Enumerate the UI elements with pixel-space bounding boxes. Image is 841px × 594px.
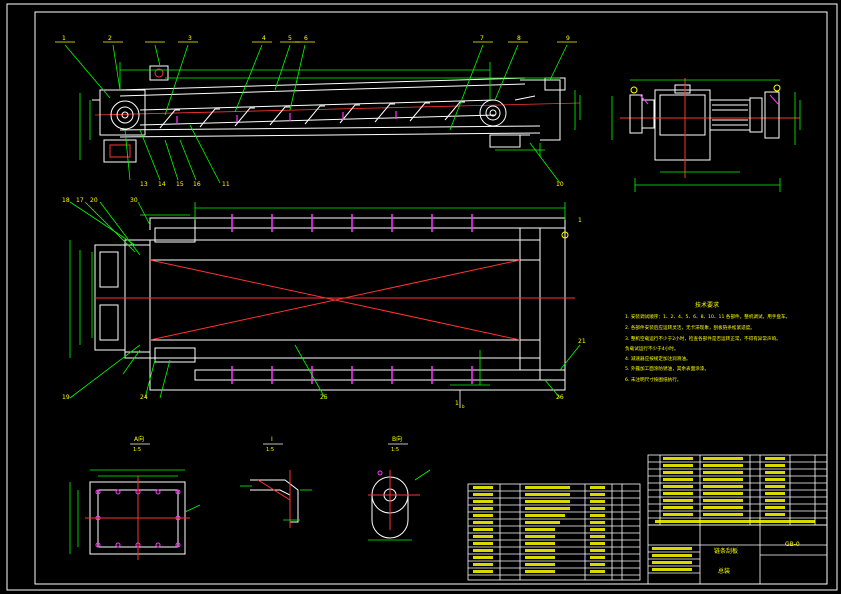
- balloon: 18: [62, 197, 70, 204]
- tech-note-line: 4. 减速器应按规定加注润滑油。: [625, 355, 691, 362]
- balloon: 8: [517, 35, 521, 42]
- balloon: 10: [556, 181, 564, 188]
- inner-frame: [34, 11, 828, 585]
- tech-notes-title: 技术要求: [695, 301, 719, 309]
- tech-note-line: 2. 各部件安装后应运转灵活，无卡滞现象，刮板链条松紧适度。: [625, 324, 755, 331]
- tech-note-line: 6. 未注明尺寸按图纸执行。: [625, 376, 681, 383]
- tech-note-line: 3. 整机空载运行不少于2小时，检查各部件是否运转正常，不得有异常声响。: [625, 335, 781, 342]
- balloon: 2: [108, 35, 112, 42]
- balloon: 6: [304, 35, 308, 42]
- detail-scale-i: 1:5: [266, 447, 274, 453]
- balloon: 9: [566, 35, 570, 42]
- balloon: 30: [130, 197, 138, 204]
- title-block: [467, 454, 828, 585]
- balloon: 26: [556, 394, 564, 401]
- balloon: 17: [76, 197, 84, 204]
- balloon: 16: [193, 181, 201, 188]
- tech-note-line: 负载试运行不少于4小时。: [625, 345, 678, 352]
- detail-b: [368, 470, 420, 539]
- balloon: 13: [140, 181, 148, 188]
- outer-frame: [6, 3, 838, 591]
- detail-title-i: I: [271, 436, 273, 443]
- balloon: 20: [90, 197, 98, 204]
- balloon-labels: 1 2 3 4 5 6 7 8 9 10 11 13 14 15 16 18 1…: [62, 35, 586, 409]
- section-mark-sub: b: [462, 404, 465, 409]
- detail-title-a: A向: [134, 435, 144, 443]
- title-material: 总装: [718, 567, 730, 575]
- detail-i-dims: [240, 485, 312, 521]
- balloon: 25: [320, 394, 328, 401]
- section-mark: 1: [578, 217, 582, 224]
- balloon: 15: [176, 181, 184, 188]
- title-code: GB-0: [785, 541, 800, 548]
- detail-title-b: B向: [392, 435, 402, 443]
- balloon: 4: [262, 35, 266, 42]
- detail-scale-a: 1:5: [133, 447, 141, 453]
- plan-dims: [69, 201, 581, 408]
- detail-a: [85, 476, 190, 560]
- detail-i: [250, 470, 299, 528]
- tech-note-line: 1. 安装调试顺序：1、2、4、5、6、8、10、11 各部件，整机调试，用手盘…: [625, 313, 790, 320]
- tech-notes: 技术要求 1. 安装调试顺序：1、2、4、5、6、8、10、11 各部件，整机调…: [625, 301, 790, 383]
- balloon: 11: [222, 181, 230, 188]
- front-elevation: [92, 65, 581, 163]
- side-dims: [611, 79, 801, 192]
- detail-b-dims: [368, 469, 431, 541]
- balloon: 5: [288, 35, 292, 42]
- side-view: [620, 78, 800, 178]
- balloon: 24: [140, 394, 148, 401]
- plan-view: [94, 214, 575, 391]
- balloon: 1: [62, 35, 66, 42]
- detail-a-dims: [69, 469, 201, 554]
- section-mark-bottom: 1: [455, 400, 459, 407]
- balloon: 19: [62, 394, 70, 401]
- balloon: 21: [578, 338, 586, 345]
- balloon: 7: [480, 35, 484, 42]
- balloon: 14: [158, 181, 166, 188]
- balloon: 3: [188, 35, 192, 42]
- title-name: 链条刮板: [714, 547, 738, 555]
- parts-text-marks: [473, 457, 815, 573]
- tech-note-line: 5. 外露加工面涂防锈油，其余表面涂漆。: [625, 365, 709, 372]
- detail-scale-b: 1:5: [391, 447, 399, 453]
- front-dims: [64, 44, 581, 184]
